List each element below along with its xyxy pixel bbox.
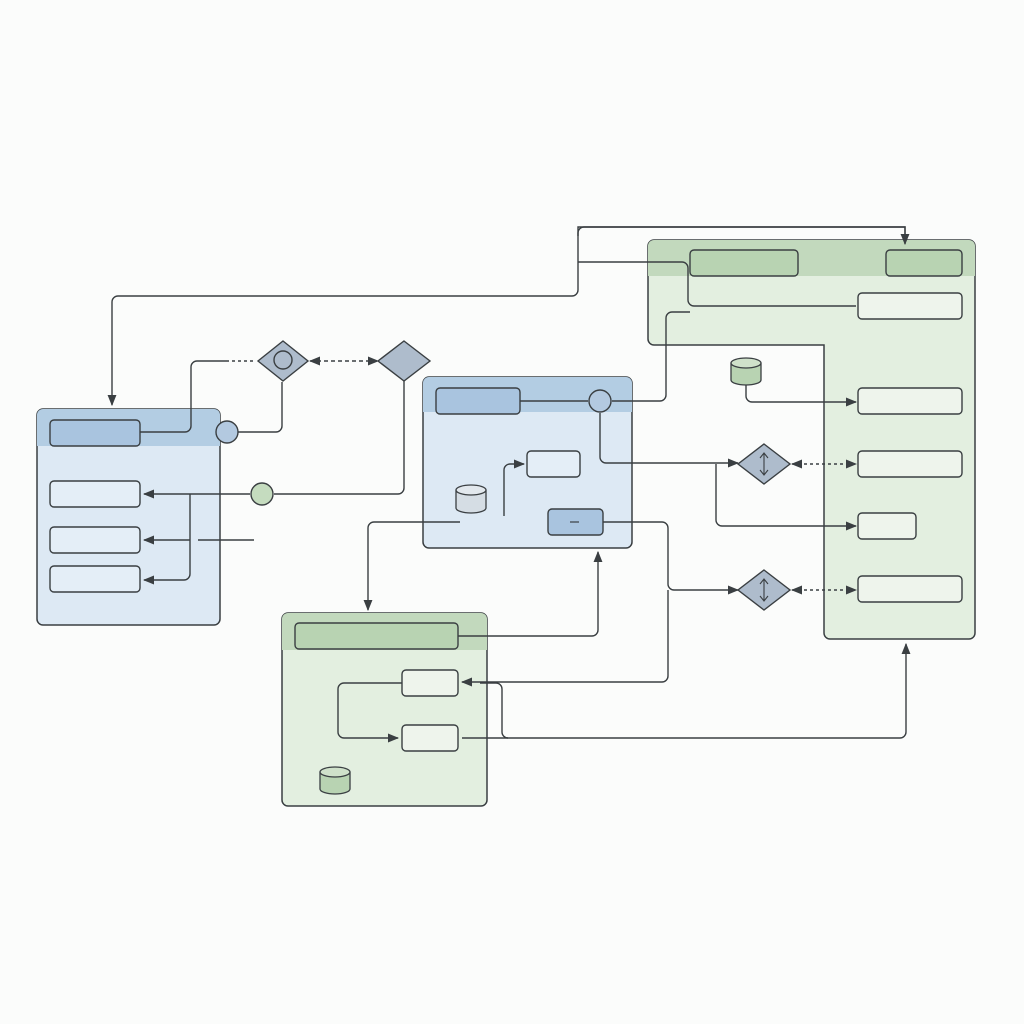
edge-diamond-down — [274, 381, 405, 495]
edge-left-header-up — [140, 360, 226, 433]
edge-circle-diamond — [238, 382, 283, 433]
left-node-1 — [49, 480, 141, 508]
edge-bottom-to-right — [462, 642, 911, 739]
left-node-2 — [49, 526, 141, 554]
circle-connectors — [215, 389, 612, 506]
edge-circle-right — [612, 311, 690, 402]
edge-button-down — [460, 590, 669, 687]
edge-branch-inner — [578, 261, 856, 307]
diamond-icon — [736, 569, 792, 611]
database-cylinder-icon — [455, 484, 487, 514]
database-cylinder-icon — [730, 357, 762, 386]
left-header-node — [49, 419, 141, 447]
edge-bracket — [142, 494, 191, 585]
bottom-header-node — [294, 622, 459, 650]
right-node-2 — [857, 387, 963, 415]
edge-circle-down — [599, 413, 740, 468]
right-node-5 — [857, 575, 963, 603]
edge-bottom-bracket — [480, 682, 509, 739]
circle-connector-icon — [588, 389, 612, 413]
right-node-1 — [857, 292, 963, 320]
databases — [319, 357, 762, 795]
connector-lines — [107, 226, 911, 743]
bottom-node-1 — [401, 669, 459, 697]
edge-top-to-right — [577, 226, 910, 246]
diamond-icon — [256, 340, 310, 382]
circle-connector-icon — [215, 420, 239, 444]
right-node-4 — [857, 512, 917, 540]
edge-button-right — [603, 521, 740, 595]
edge-branch-node4 — [715, 464, 858, 531]
edge-bottom-inner-loop — [337, 682, 402, 743]
left-node-3 — [49, 565, 141, 593]
right-header-node-2 — [885, 249, 963, 277]
diamond-icon — [736, 443, 792, 485]
edge-db-to-bottom — [363, 521, 460, 612]
edge-db-node2 — [745, 384, 858, 407]
edge-middle-node-in — [503, 459, 526, 516]
nodes — [49, 249, 963, 752]
decisions — [256, 340, 792, 611]
diamond-icon — [376, 340, 432, 382]
database-cylinder-icon — [319, 766, 351, 795]
circle-connector-icon — [250, 482, 274, 506]
bottom-node-2 — [401, 724, 459, 752]
right-node-3 — [857, 450, 963, 478]
middle-header-node — [435, 387, 521, 415]
right-header-node-1 — [689, 249, 799, 277]
edge-bottom-header-up — [458, 550, 603, 637]
middle-node-dashed — [526, 450, 581, 478]
